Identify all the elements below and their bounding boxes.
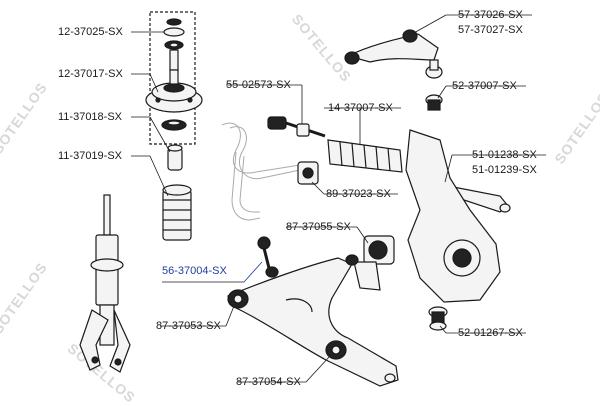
- stabilizer-bar-part: [221, 122, 301, 221]
- part-label-52-37007: 52-37007-SX: [452, 80, 517, 92]
- top-mount-group-frame: [149, 11, 196, 145]
- compliance-bushing-part: [353, 235, 395, 291]
- top-washer-part: [163, 18, 185, 71]
- part-label-11-37018: 11-37018-SX: [58, 111, 123, 123]
- part-label-14-37007: 14-37007-SX: [328, 102, 393, 114]
- part-label-51-01238: 51-01238-SX: [472, 149, 537, 161]
- part-label-12-37025: 12-37025-SX: [58, 26, 123, 38]
- part-label-57-37026: 57-37026-SX: [458, 9, 523, 21]
- stabilizer-link-part: [257, 236, 279, 278]
- part-label-89-37023: 89-37023-SX: [326, 188, 391, 200]
- upper-ball-joint-part: [425, 94, 443, 111]
- bump-stop-part: [167, 144, 183, 171]
- bearing-part: [161, 119, 187, 131]
- part-label-57-37027: 57-37027-SX: [458, 24, 523, 36]
- part-label-12-37017: 12-37017-SX: [58, 68, 123, 80]
- steering-knuckle-part: [405, 129, 501, 303]
- stabilizer-bushing-part: [297, 161, 319, 185]
- part-label-51-01239: 51-01239-SX: [472, 164, 537, 176]
- part-label-87-37054: 87-37054-SX: [236, 376, 301, 388]
- part-label-52-01267: 52-01267-SX: [458, 327, 523, 339]
- part-label-87-37053: 87-37053-SX: [156, 320, 221, 332]
- part-label-55-02573: 55-02573-SX: [226, 79, 291, 91]
- strut-mount-part: [145, 69, 203, 113]
- upper-control-arm-part: [344, 29, 443, 79]
- part-label-87-37055: 87-37055-SX: [286, 221, 351, 233]
- dust-boot-part: [162, 184, 192, 241]
- lower-ball-joint-part: [428, 306, 448, 331]
- shock-absorber-part: [79, 194, 131, 373]
- leader-lines: [131, 14, 546, 383]
- lower-control-arm-part: [227, 254, 399, 387]
- part-label-56-37004: 56-37004-SX: [162, 265, 227, 277]
- steering-boot-part: [327, 139, 403, 173]
- inner-tie-rod-part: [267, 116, 326, 138]
- part-label-11-37019: 11-37019-SX: [58, 150, 123, 162]
